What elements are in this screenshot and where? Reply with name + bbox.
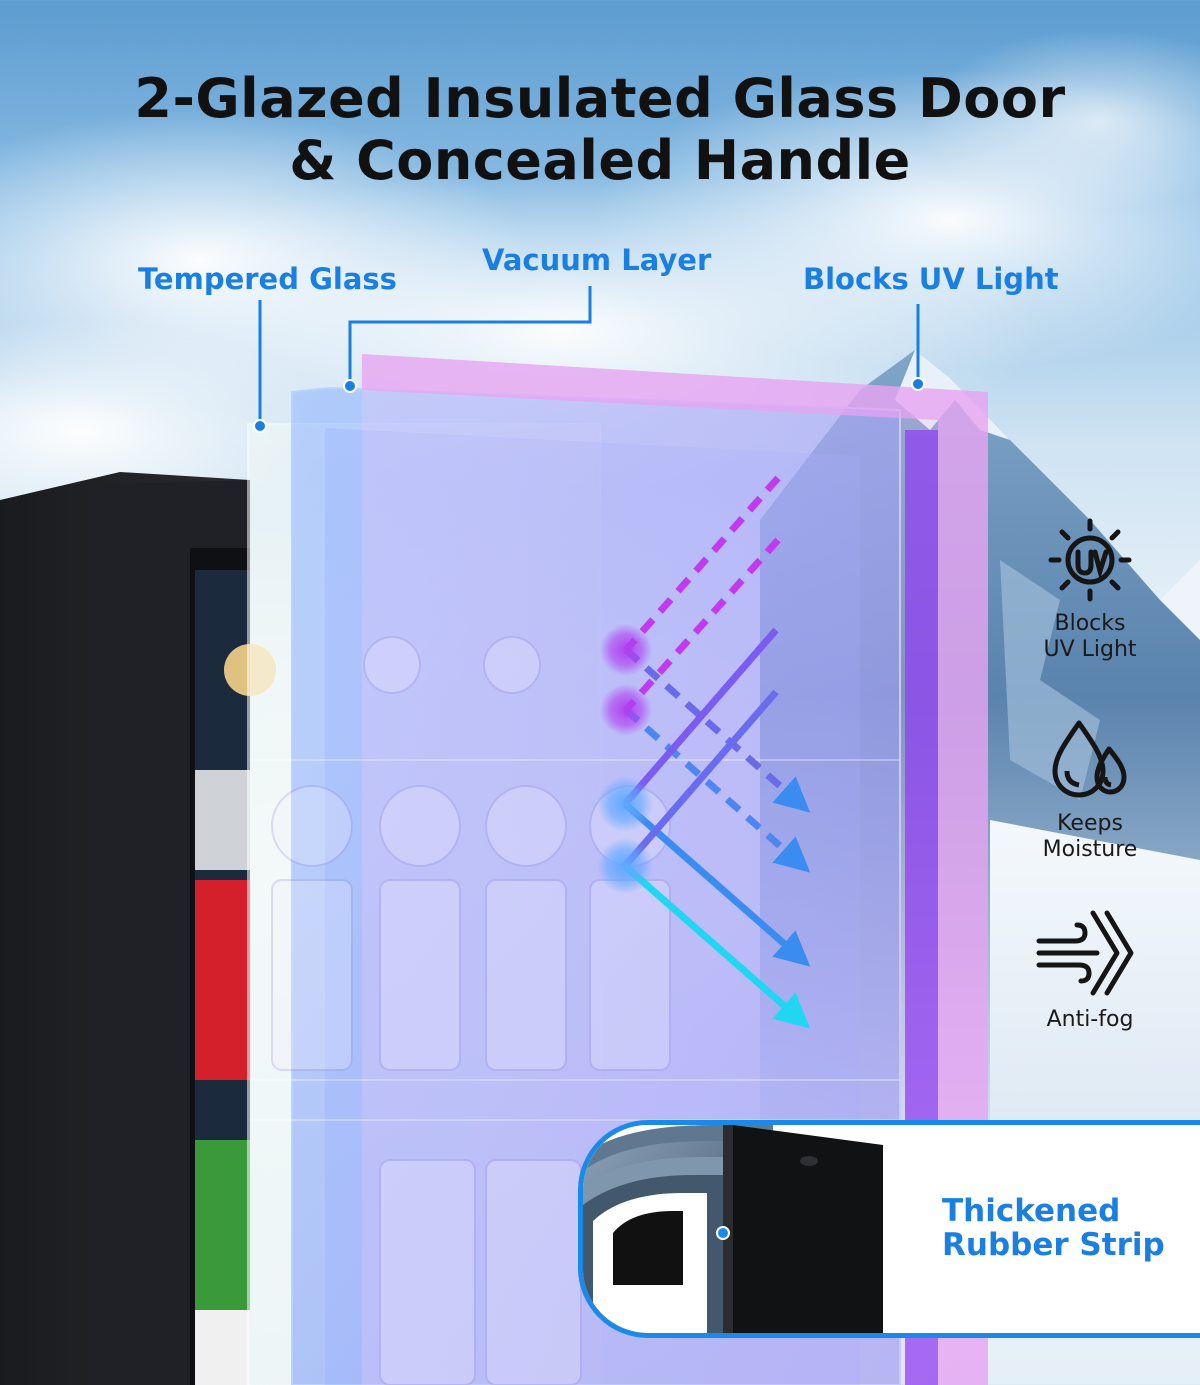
callout-vacuum-layer: Vacuum Layer (482, 243, 712, 277)
feature-blocks-uv: Blocks UV Light (1020, 515, 1160, 663)
leader-vacuum-layer (348, 286, 592, 386)
feature-anti-fog: Anti-fog (1020, 905, 1160, 1033)
uv-ray-2 (623, 537, 811, 873)
uv-ray-1 (623, 475, 811, 813)
callout-tempered-glass: Tempered Glass (138, 262, 397, 296)
uv-sun-icon (1048, 518, 1132, 602)
feature-label-2b: Moisture (1042, 837, 1138, 862)
rubber-strip-inset (578, 1120, 1200, 1338)
light-ray-1 (622, 627, 811, 967)
feature-keeps-moisture: Keeps Moisture (1020, 715, 1160, 863)
wind-icon (1036, 910, 1134, 996)
callout-blocks-uv: Blocks UV Light (803, 262, 1059, 296)
feature-label-1a: Blocks (1054, 611, 1126, 636)
feature-label-3: Anti-fog (1046, 1007, 1134, 1032)
callout-rubber-strip: Thickened Rubber Strip (942, 1194, 1165, 1262)
rubber-strip-line-2: Rubber Strip (942, 1227, 1165, 1263)
page-title: 2-Glazed Insulated Glass Door & Conceale… (0, 68, 1200, 192)
light-ray-2 (622, 689, 811, 1029)
feature-label-1b: UV Light (1043, 637, 1137, 662)
water-drops-icon (1052, 720, 1127, 798)
feature-label-2a: Keeps (1057, 811, 1123, 836)
title-line-2: & Concealed Handle (289, 129, 911, 192)
title-line-1: 2-Glazed Insulated Glass Door (134, 67, 1066, 130)
door-corner-detail (583, 1125, 1200, 1333)
rubber-strip-line-1: Thickened (942, 1193, 1121, 1229)
